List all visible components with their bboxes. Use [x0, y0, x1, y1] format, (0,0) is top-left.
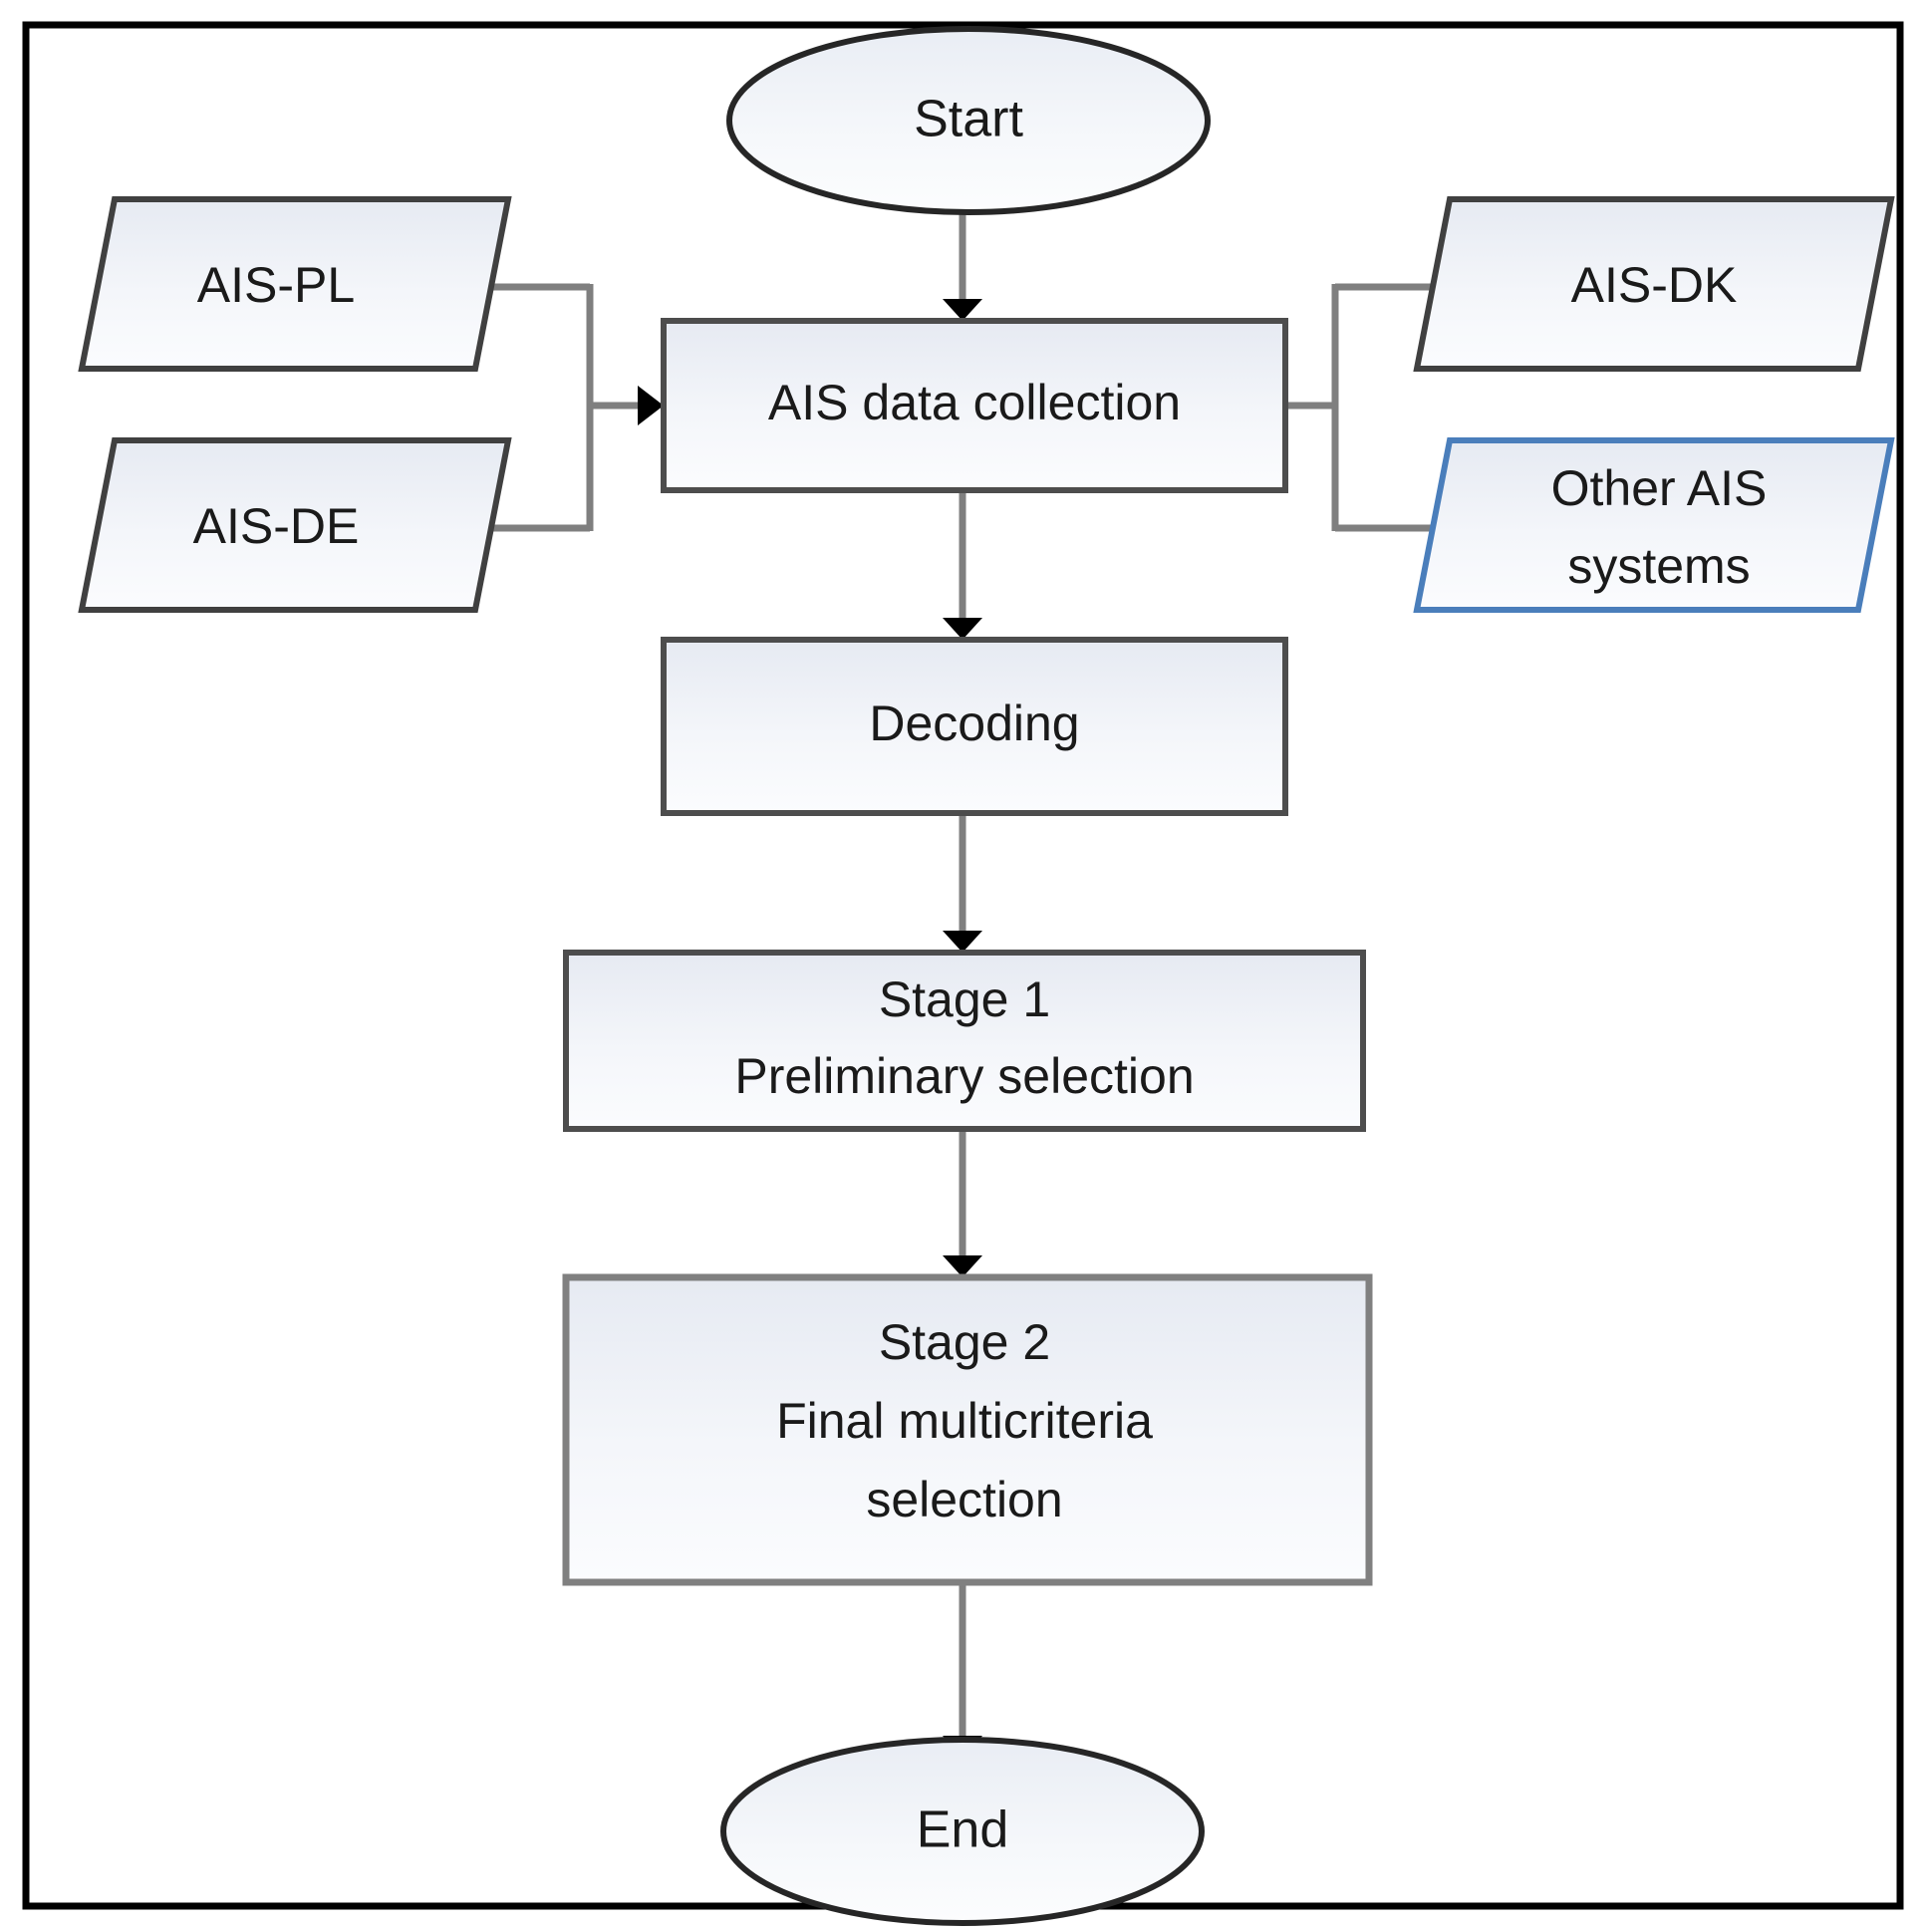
ais-dk-label: AIS-DK — [1571, 257, 1738, 313]
edge-decoding-to-stage1 — [943, 813, 982, 953]
node-stage-2[interactable]: Stage 2 Final multicriteria selection — [562, 1273, 1373, 1586]
collection-label: AIS data collection — [768, 375, 1181, 430]
stage2-label-line2: Final multicriteria — [776, 1393, 1153, 1449]
edge-stage2-to-end — [943, 1582, 982, 1758]
node-decoding[interactable]: Decoding — [661, 637, 1288, 816]
ais-pl-shape — [78, 196, 512, 372]
end-ellipse — [720, 1737, 1205, 1926]
node-ais-pl[interactable]: AIS-PL — [78, 196, 512, 372]
decoding-shape — [661, 637, 1288, 816]
edge-stage1-to-stage2 — [943, 1129, 982, 1277]
stage1-label-line2: Preliminary selection — [734, 1048, 1194, 1104]
node-other-ais[interactable]: Other AIS systems — [1413, 437, 1895, 613]
stage1-shape — [563, 950, 1366, 1132]
edge-collection-to-decoding — [943, 490, 982, 640]
edge-start-to-collection — [943, 211, 982, 321]
node-end[interactable]: End — [720, 1737, 1205, 1926]
decoding-label: Decoding — [869, 695, 1079, 751]
node-ais-de[interactable]: AIS-DE — [78, 437, 512, 613]
other-ais-label-line1: Other AIS — [1551, 460, 1768, 516]
node-stage-1[interactable]: Stage 1 Preliminary selection — [563, 950, 1366, 1132]
other-ais-shape — [1413, 437, 1895, 613]
ais-pl-label: AIS-PL — [197, 257, 355, 313]
node-ais-dk[interactable]: AIS-DK — [1413, 196, 1895, 372]
stage2-label-line1: Stage 2 — [879, 1314, 1050, 1370]
stage2-label-line3: selection — [866, 1472, 1062, 1527]
ais-de-shape — [78, 437, 512, 613]
start-ellipse — [726, 26, 1211, 215]
other-ais-label-line2: systems — [1567, 538, 1750, 594]
collection-shape — [661, 318, 1288, 493]
edge-left-bus — [586, 284, 664, 531]
stage2-shape — [562, 1273, 1373, 1586]
ais-de-label: AIS-DE — [193, 498, 360, 554]
stage1-label-line1: Stage 1 — [879, 971, 1050, 1027]
ais-dk-shape — [1413, 196, 1895, 372]
node-ais-data-collection[interactable]: AIS data collection — [661, 318, 1288, 493]
start-label: Start — [914, 91, 1023, 148]
node-start[interactable]: Start — [726, 26, 1211, 215]
end-label: End — [917, 1801, 1009, 1859]
